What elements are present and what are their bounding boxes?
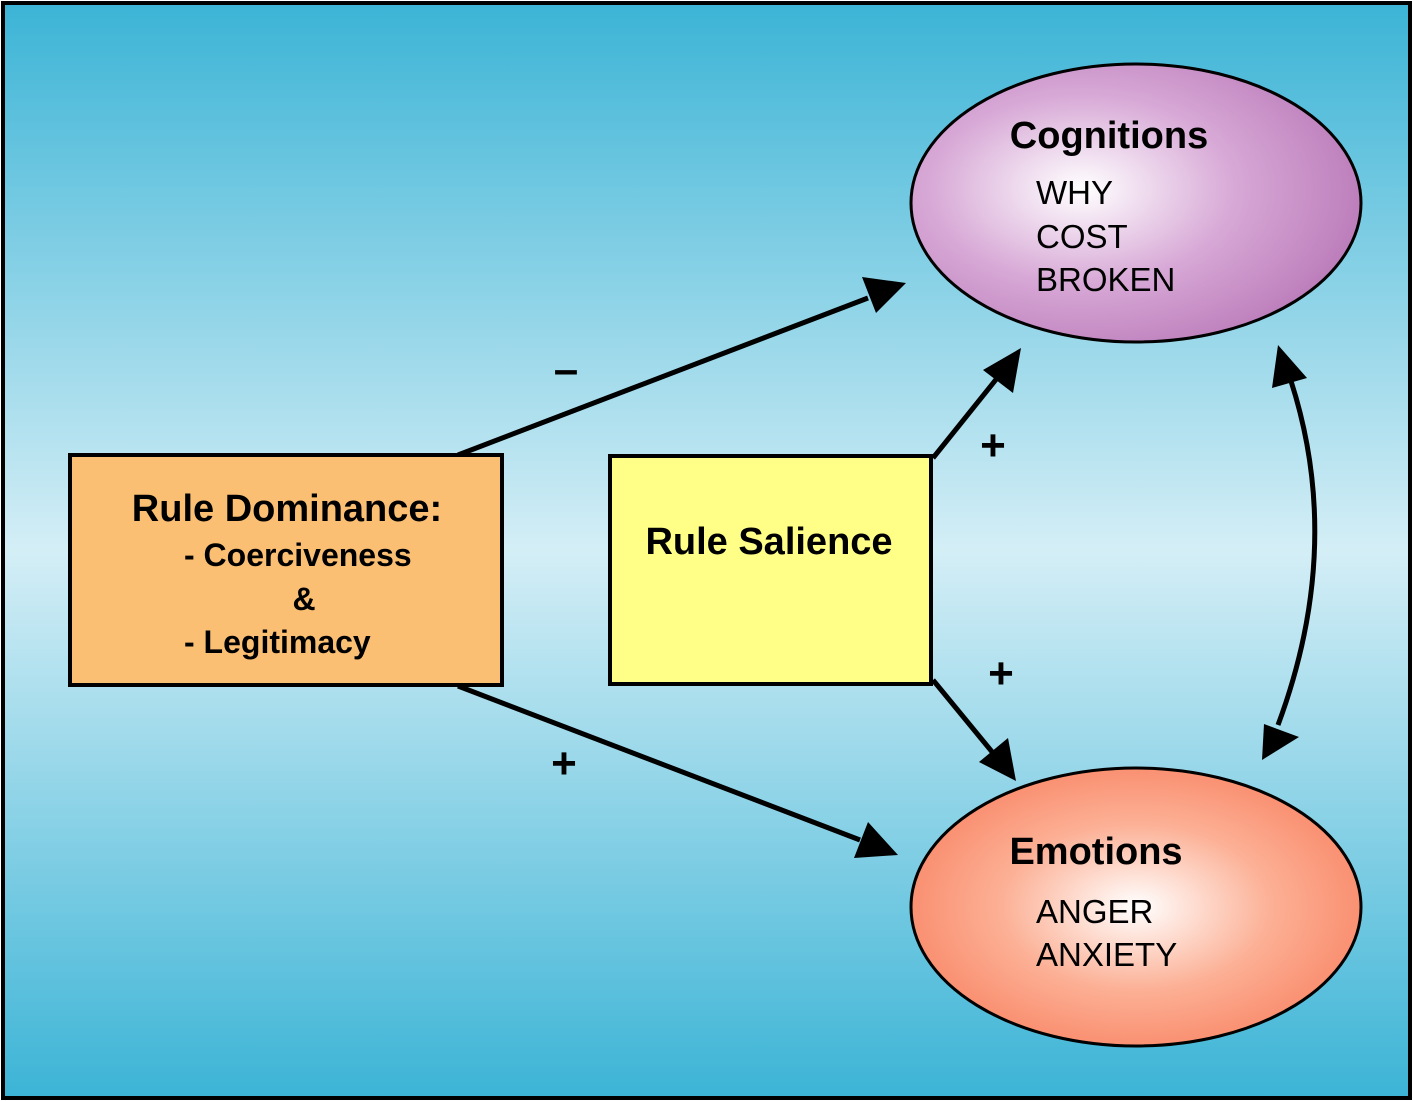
emotions-item-anger: ANGER [1036, 893, 1153, 930]
sign-dominance-to-cognitions: – [554, 345, 578, 394]
node-rule-salience: Rule Salience [608, 454, 933, 686]
cognitions-item-why: WHY [1036, 174, 1113, 211]
cognitions-title: Cognitions [1010, 115, 1208, 157]
emotions-title: Emotions [1009, 831, 1182, 873]
node-emotions: Emotions ANGER ANXIETY [909, 766, 1363, 1048]
edge-salience-to-emotions [931, 678, 1016, 781]
rule-dominance-item-coerciveness: - Coerciveness [184, 537, 412, 573]
rule-dominance-title: Rule Dominance: [132, 488, 442, 530]
rule-salience-title: Rule Salience [645, 521, 892, 563]
edge-dominance-to-emotions [457, 683, 898, 858]
rule-dominance-item-legitimacy: - Legitimacy [184, 624, 371, 660]
rule-dominance-item-ampersand: & [292, 581, 315, 617]
cognitions-item-cost: COST [1036, 218, 1128, 255]
node-cognitions: Cognitions WHY COST BROKEN [909, 62, 1363, 344]
edge-cognitions-emotions-bidirectional [1262, 345, 1318, 760]
edge-dominance-to-cognitions [457, 277, 906, 458]
emotions-item-anxiety: ANXIETY [1036, 936, 1177, 973]
sign-salience-to-cognitions: + [980, 421, 1006, 470]
node-rule-dominance: Rule Dominance: - Coerciveness & - Legit… [68, 453, 504, 687]
sign-dominance-to-emotions: + [551, 739, 577, 788]
cognitions-item-broken: BROKEN [1036, 261, 1175, 298]
edge-salience-to-cognitions [931, 348, 1021, 460]
sign-salience-to-emotions: + [988, 649, 1014, 698]
